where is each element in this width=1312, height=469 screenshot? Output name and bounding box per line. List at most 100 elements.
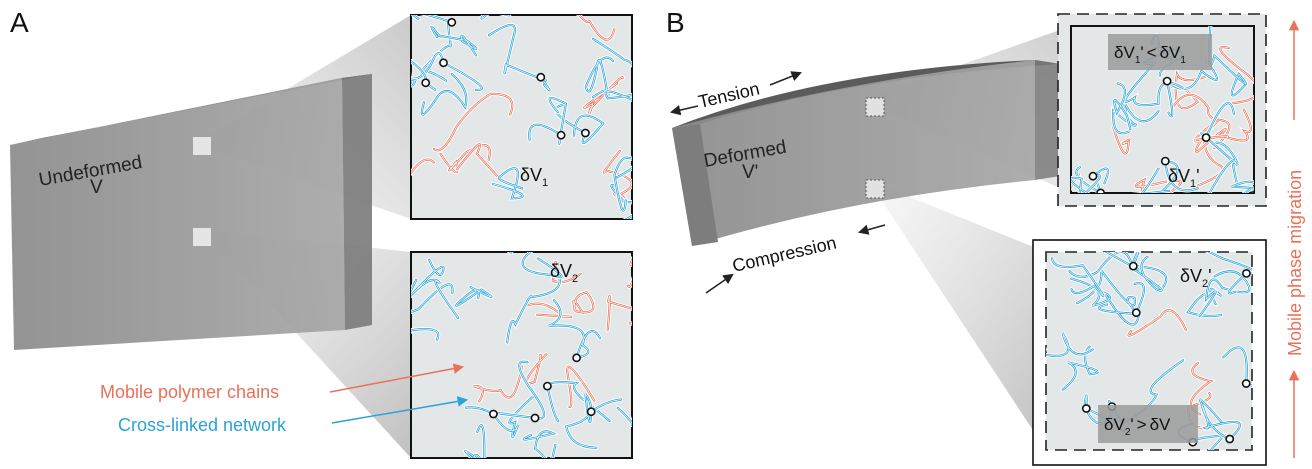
legend-mobile-arrow [329,363,465,393]
crosslink-node [1096,188,1105,193]
polymer-network-b-top [1071,26,1254,193]
crosslink-node [1160,156,1170,166]
beam-left-end-b [672,124,718,246]
network-chain [1062,346,1098,390]
tension-arrow-left [669,104,699,116]
network-chain [411,328,439,340]
panel-b: Deformed V' Tension Compression δV1'<δV1… [669,13,1305,466]
network-chain [592,38,632,101]
inset-a-top-label: δV1 [520,165,548,189]
crosslink-node [572,353,581,363]
crosslink-node [1081,404,1091,413]
network-chain [547,381,610,422]
network-chain [481,15,510,19]
network-chain [1112,100,1159,134]
network-chain [1209,142,1238,193]
network-chain [465,396,534,438]
crosslink-node [530,240,537,247]
crosslink-node [1201,133,1211,142]
network-chain [565,393,622,449]
mobile-chain [627,259,632,288]
polymer-network-a-bottom [411,240,645,458]
crosslink-node [543,381,552,391]
crosslink-node [1131,308,1141,318]
mobile-chain [1195,119,1230,153]
network-chain [1071,168,1109,193]
network-chain [1046,333,1094,357]
mobile-chain [573,292,594,314]
network-chain [610,184,632,219]
network-chain [548,299,601,359]
crosslink-node [586,407,596,417]
network-chain [431,26,477,56]
network-chain [614,157,632,211]
legend-crosslinked-network: Cross-linked network [118,415,287,435]
sample-square-bottom-a [193,228,211,246]
network-chain [492,167,524,199]
crosslink-node [447,17,457,27]
crosslink-node [1128,261,1138,271]
mobile-chain [1196,109,1252,141]
mobile-chain [526,354,547,384]
panel-label-a: A [10,7,29,38]
inset-b-top-label: δV1' [1168,166,1200,190]
network-chain [1051,257,1104,297]
crosslink-node [1242,268,1251,278]
compression-arrow-left [705,273,734,294]
sample-square-top-a [193,137,211,155]
beam-front-face-a [10,78,345,350]
crosslink-node [1225,434,1235,444]
network-chain [411,52,482,91]
crosslink-node [530,413,540,423]
mobile-chain [440,144,491,173]
network-chain [1076,269,1145,314]
mobile-chain [1197,129,1223,186]
crosslink-node [556,130,566,140]
network-chain [411,279,453,313]
zoom-cone-bottom-b [868,180,1046,450]
network-chain [495,361,545,419]
beam-label-a-line2: V [90,177,103,198]
compression-label: Compression [730,233,838,276]
mobile-chain [456,143,498,177]
network-chain [1071,278,1140,325]
network-chain [1231,181,1254,193]
mobile-chain [433,93,513,151]
network-chain [421,73,467,115]
beam-end-face-a [342,74,372,330]
mobile-chain [1135,179,1182,193]
crosslink-node [536,72,546,82]
crosslink-node [1162,76,1172,86]
inset-b-bottom-compare-box [1098,405,1198,443]
crosslink-node [1088,171,1098,181]
network-chain [1199,271,1250,317]
network-chain [523,430,556,458]
migration-label: Mobile phase migration [1285,170,1305,356]
network-chain [1199,398,1241,440]
mobile-chain [607,295,632,331]
legend-mobile-chains: Mobile polymer chains [100,382,279,402]
beam-front-face-b [672,60,1035,246]
mobile-chain [1219,46,1254,104]
crosslink-node [638,437,645,444]
network-chain [509,252,562,278]
inset-b-bottom-compare-text: δV2'>δV [1104,415,1171,438]
sample-square-bottom-b [865,179,885,199]
mobile-chain [1112,126,1130,154]
mobile-chain [411,159,435,174]
network-chain [528,97,567,145]
inset-a-bottom-label: δV2 [550,261,578,285]
sample-square-top-b [865,97,885,117]
mobile-chain [578,15,615,40]
mobile-chain [566,366,595,408]
network-chain [1141,160,1199,193]
crosslink-node [1241,379,1251,388]
crosslink-node [472,1,479,8]
crosslink-node [488,409,498,419]
inset-b-top-compare-text: δV1'<δV1 [1114,43,1186,66]
inset-a-bottom [410,251,633,459]
mobile-chain [473,366,523,402]
crosslink-node [439,58,448,68]
network-chain [1113,83,1131,130]
